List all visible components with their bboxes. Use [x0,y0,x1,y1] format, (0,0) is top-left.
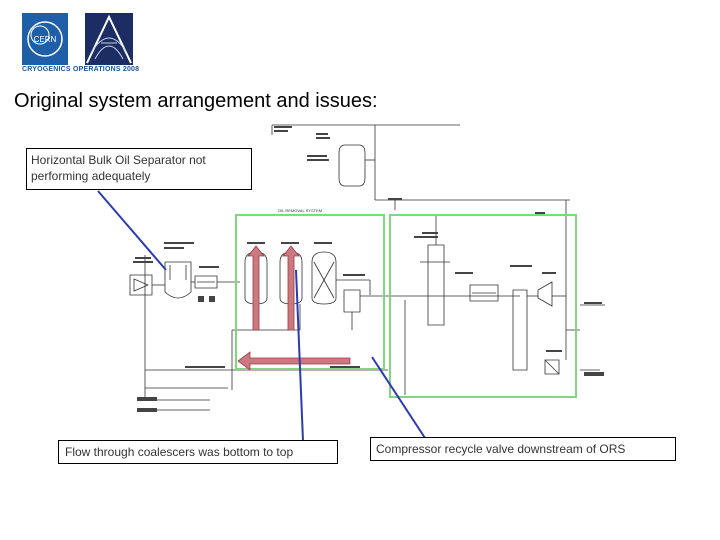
coalescer-flow-arrow-1 [247,245,265,331]
cern-logo-text: CERN [34,35,57,44]
logo-caption: CRYOGENICS OPERATIONS 2008 [22,66,140,73]
separator-callout: Horizontal Bulk Oil Separator not perfor… [26,148,252,190]
downstream-highlight-box [389,214,577,398]
flow-leader-line [295,269,304,442]
cryogenics-logo [85,13,133,65]
separator-leader-line [97,190,167,271]
return-flow-arrow [237,351,351,371]
oil-removal-highlight-box [235,214,385,370]
page-title: Original system arrangement and issues: [14,90,378,112]
oil-removal-system-label: OIL REMOVAL SYSTEM [278,208,322,213]
cern-logo: CERN [22,13,68,65]
coalescer-flow-arrow-2 [282,245,300,331]
valve-leader-line [371,356,426,439]
coalescer-flow-callout: Flow through coalescers was bottom to to… [58,440,338,464]
recycle-valve-callout: Compressor recycle valve downstream of O… [370,437,676,461]
